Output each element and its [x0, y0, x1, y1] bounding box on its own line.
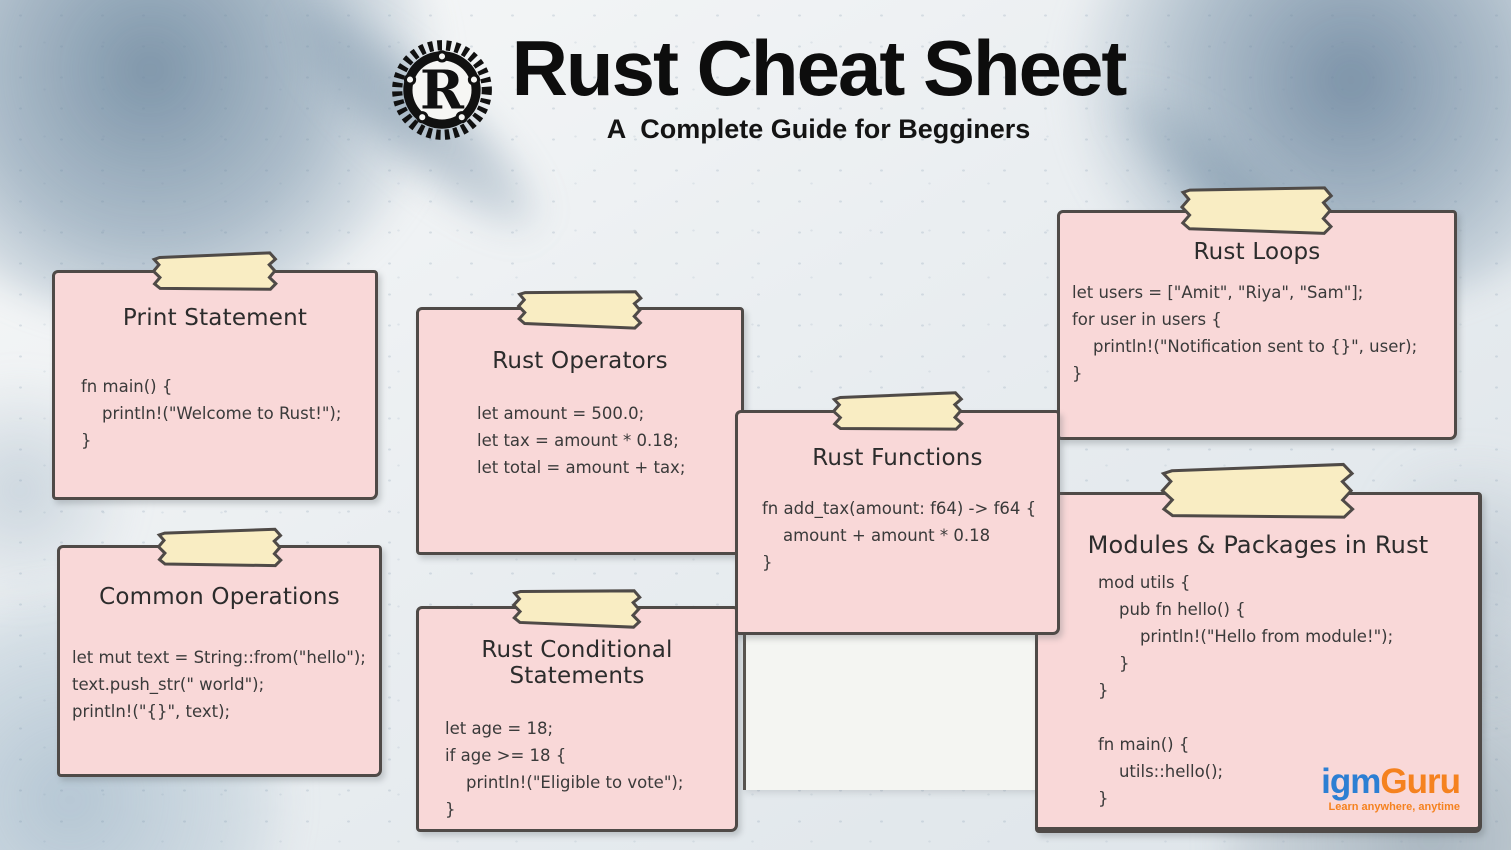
card-code: let age = 18; if age >= 18 { println!("E… [445, 719, 684, 819]
card-modules-packages: Modules & Packages in Rust mod utils { p… [1035, 492, 1482, 833]
brand-logo: igmGuru Learn anywhere, anytime [1321, 762, 1461, 813]
tape-icon [156, 527, 282, 568]
tape-icon [517, 288, 644, 330]
card-title: Rust Operators [492, 348, 668, 374]
card-title: Common Operations [99, 584, 340, 610]
tape-icon [152, 251, 279, 293]
page-subtitle: A Complete Guide for Begginers [606, 113, 1031, 144]
header-text: Rust Cheat Sheet A Complete Guide for Be… [511, 24, 1128, 145]
brand-name-igm: igm [1321, 762, 1381, 801]
card-title: Rust Functions [812, 445, 983, 471]
card-code: let amount = 500.0; let tax = amount * 0… [477, 404, 686, 477]
card-rust-operators: Rust Operators let amount = 500.0; let t… [416, 307, 744, 555]
card-code: let mut text = String::from("hello"); te… [72, 648, 366, 721]
card-title: Rust Loops [1193, 239, 1321, 265]
card-conditional-statements: Rust Conditional Statements let age = 18… [416, 606, 738, 832]
header: R Rust Cheat Sheet A Complete Guide for … [0, 24, 1511, 146]
card-code: fn main() { println!("Welcome to Rust!")… [81, 377, 342, 450]
brand-name-guru: Guru [1380, 762, 1461, 801]
brand-name: igmGuru [1321, 762, 1461, 801]
card-title: Rust Conditional Statements [481, 637, 673, 689]
card-code: fn add_tax(amount: f64) -> f64 { amount … [762, 499, 1037, 572]
tape-icon [1160, 462, 1357, 523]
card-common-operations: Common Operations let mut text = String:… [57, 545, 382, 777]
page-title: Rust Cheat Sheet [511, 24, 1128, 112]
card-title: Print Statement [122, 305, 308, 331]
tape-icon [512, 587, 643, 629]
card-rust-functions: Rust Functions fn add_tax(amount: f64) -… [735, 410, 1060, 635]
tape-icon [831, 391, 964, 433]
card-rust-loops: Rust Loops let users = ["Amit", "Riya", … [1057, 210, 1457, 440]
tape-icon [1180, 184, 1334, 235]
card-print-statement: Print Statement fn main() { println!("We… [52, 270, 378, 500]
card-title: Modules & Packages in Rust [1087, 531, 1429, 559]
rust-logo-icon: R [391, 40, 492, 140]
brand-tagline: Learn anywhere, anytime [1328, 801, 1460, 813]
card-code: let users = ["Amit", "Riya", "Sam"]; for… [1072, 283, 1418, 383]
svg-text:R: R [420, 59, 465, 121]
